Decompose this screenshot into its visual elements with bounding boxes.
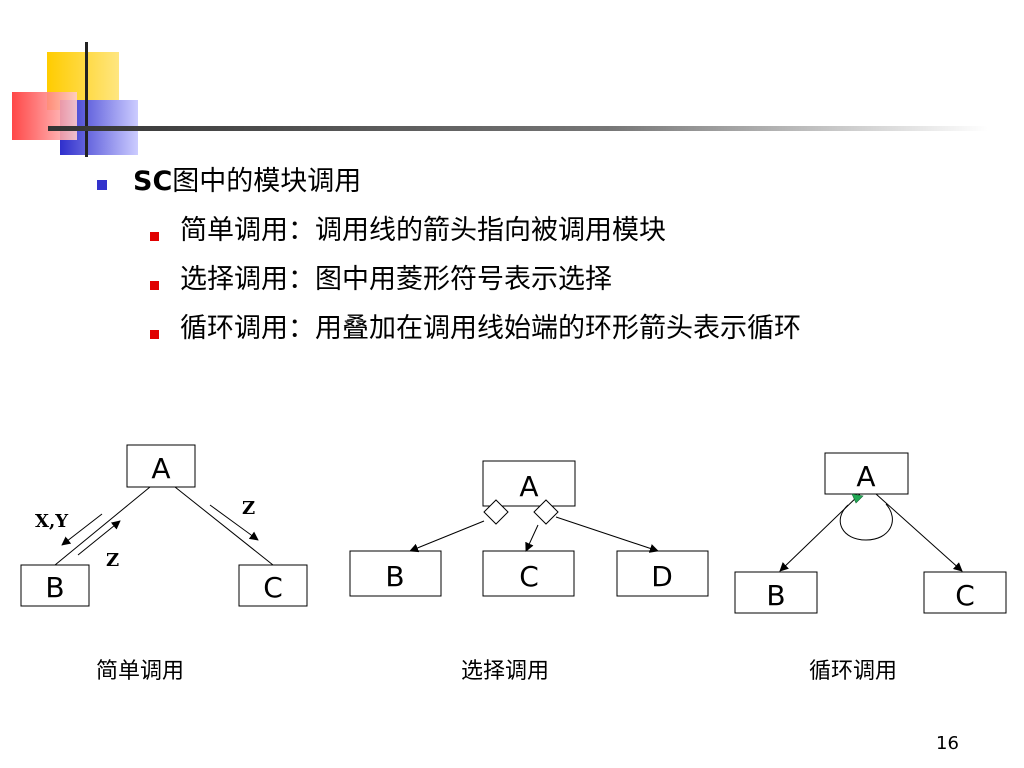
sub-bullet-simple: 简单调用：调用线的箭头指向被调用模块	[180, 215, 666, 246]
param-label-z-left: Z	[106, 550, 119, 571]
module-box-c	[482, 550, 575, 597]
selection-diamond-left	[483, 499, 509, 525]
logo-vertical-bar	[85, 42, 88, 157]
diagram-loop-call: A B C	[734, 452, 1007, 614]
selection-diamond-right	[533, 499, 559, 525]
module-label-a: A	[856, 460, 875, 493]
bullet-main-text: 图中的模块调用	[172, 166, 362, 197]
bullet-main-prefix: SC	[133, 166, 173, 197]
loop-arrow-head-icon	[851, 493, 864, 504]
sub-bullet-marker	[150, 281, 159, 290]
param-label-xy: X,Y	[35, 511, 69, 532]
bullet-main: SC图中的模块调用	[133, 164, 361, 200]
module-box-a	[824, 452, 909, 495]
module-box-c	[923, 571, 1007, 614]
module-label-b: B	[766, 579, 785, 612]
caption-simple-call: 简单调用	[96, 659, 185, 684]
param-arrow-z-left	[77, 520, 121, 556]
sub-bullet-marker	[150, 232, 159, 241]
module-box-b	[349, 550, 442, 597]
module-label-b: B	[45, 571, 64, 604]
module-box-c	[238, 564, 308, 607]
bullet-marker-main	[97, 180, 107, 190]
module-box-d	[616, 550, 709, 597]
module-label-c: C	[263, 571, 283, 604]
module-label-b: B	[385, 560, 404, 593]
sub-bullet-marker	[150, 330, 159, 339]
call-line-a-c	[174, 486, 274, 566]
sub-bullet-select: 选择调用：图中用菱形符号表示选择	[180, 264, 612, 295]
call-line-a-c	[875, 493, 963, 572]
call-line-a-b	[54, 486, 151, 566]
param-arrow-xy	[61, 513, 103, 546]
call-line-a-b	[409, 520, 485, 553]
param-label-z-right: Z	[242, 498, 255, 519]
loop-arrow	[839, 503, 893, 541]
module-label-d: D	[651, 560, 673, 593]
module-label-a: A	[151, 452, 170, 485]
module-label-a: A	[519, 470, 538, 503]
sub-bullet-loop: 循环调用：用叠加在调用线始端的环形箭头表示循环	[180, 313, 801, 344]
title-rule	[48, 126, 988, 131]
diagram-select-call: A B C D	[349, 460, 709, 597]
module-label-c: C	[955, 579, 975, 612]
module-box-b	[734, 571, 818, 614]
module-box-a	[126, 444, 196, 488]
call-line-a-c	[525, 524, 539, 552]
caption-select-call: 选择调用	[461, 659, 550, 684]
slide-logo	[12, 42, 988, 157]
page-number: 16	[936, 733, 959, 754]
call-line-a-d	[555, 516, 659, 553]
module-box-b	[20, 564, 90, 607]
module-box-a	[482, 460, 576, 507]
caption-loop-call: 循环调用	[809, 659, 898, 684]
module-label-c: C	[519, 560, 539, 593]
param-arrow-z-right	[209, 504, 259, 541]
logo-red-square	[12, 92, 77, 140]
diagram-simple-call: A B C X,Y Z Z	[20, 444, 308, 607]
